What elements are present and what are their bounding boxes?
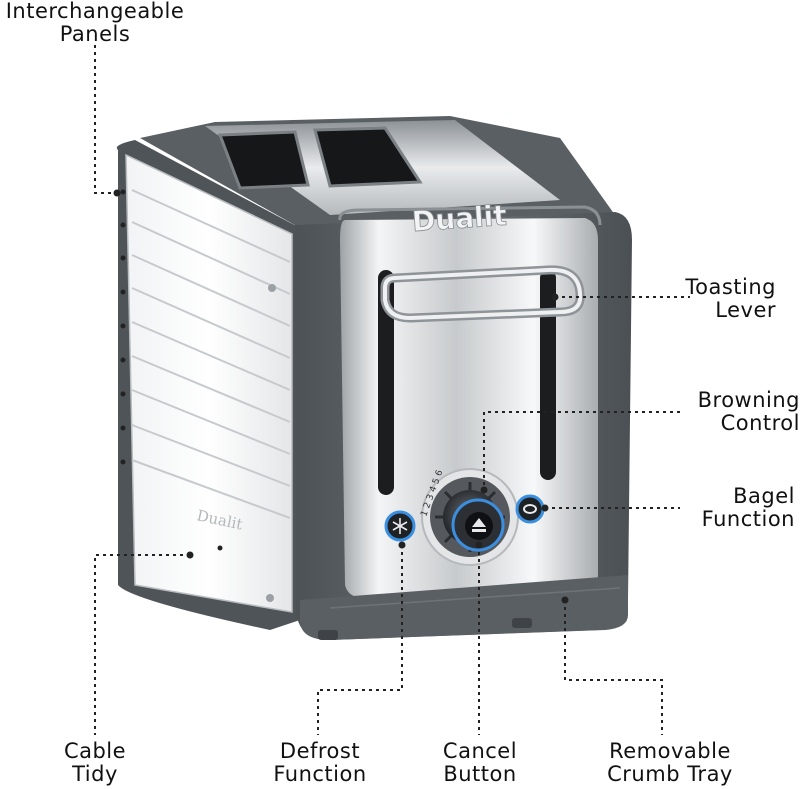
callout-line: Tidy — [72, 762, 118, 786]
callout-line: Control — [720, 411, 800, 435]
front-frame-edge — [338, 205, 602, 226]
snowflake-icon — [392, 518, 408, 534]
callout-line: Button — [443, 762, 517, 786]
lever-slot-right — [540, 270, 556, 480]
callout-line: Crumb Tray — [607, 762, 733, 786]
callout-line: Toasting — [685, 275, 776, 299]
interchangeable-side-panel — [125, 153, 293, 613]
callout-line: Bagel — [733, 484, 795, 508]
callout-interchangeable-panels: Interchangeable Panels — [0, 0, 190, 46]
leader-defrost-function — [317, 545, 403, 735]
crumb-tray — [300, 575, 628, 640]
callout-line: Removable — [609, 739, 731, 763]
side-screw-top — [268, 284, 276, 292]
callout-cancel-button: Cancel Button — [425, 740, 535, 786]
eject-icon — [472, 518, 486, 532]
foot-right — [512, 618, 532, 628]
leader-endpoints — [113, 189, 569, 604]
callout-line: Function — [273, 762, 367, 786]
leader-removable-crumb-tray — [564, 600, 663, 735]
toasting-lever[interactable] — [380, 265, 585, 323]
callout-line: Defrost — [279, 739, 361, 763]
bread-slot-right — [313, 126, 423, 188]
callout-line: Cancel — [442, 739, 518, 763]
callout-line: Interchangeable — [5, 0, 185, 23]
brand-logo-top: Dualit — [411, 199, 508, 239]
leader-lines — [94, 45, 690, 735]
bread-slot-left — [217, 130, 310, 190]
callout-line: Cable — [63, 739, 127, 763]
callout-bagel-function: Bagel Function — [660, 485, 795, 531]
callout-defrost-function: Defrost Function — [255, 740, 385, 786]
side-screw-bottom — [266, 594, 274, 602]
bagel-icon — [523, 504, 537, 514]
callout-cable-tidy: Cable Tidy — [40, 740, 150, 786]
side-panel-dots — [120, 189, 223, 551]
callout-toasting-lever: Toasting Lever — [640, 276, 776, 322]
lever-slot-left — [378, 270, 394, 495]
side-panel-ribs — [131, 189, 291, 519]
foot-left — [318, 630, 338, 640]
bagel-button[interactable] — [515, 494, 545, 524]
callout-line: Function — [701, 507, 795, 531]
leader-interchangeable-panels — [94, 45, 115, 194]
leader-browning-control — [483, 411, 680, 490]
crumb-tray-edge — [329, 587, 621, 609]
callout-removable-crumb-tray: Removable Crumb Tray — [590, 740, 750, 786]
callout-browning-control: Browning Control — [650, 389, 800, 435]
callout-line: Panels — [59, 22, 131, 46]
callout-line: Lever — [715, 298, 776, 322]
callout-line: Browning — [697, 388, 800, 412]
